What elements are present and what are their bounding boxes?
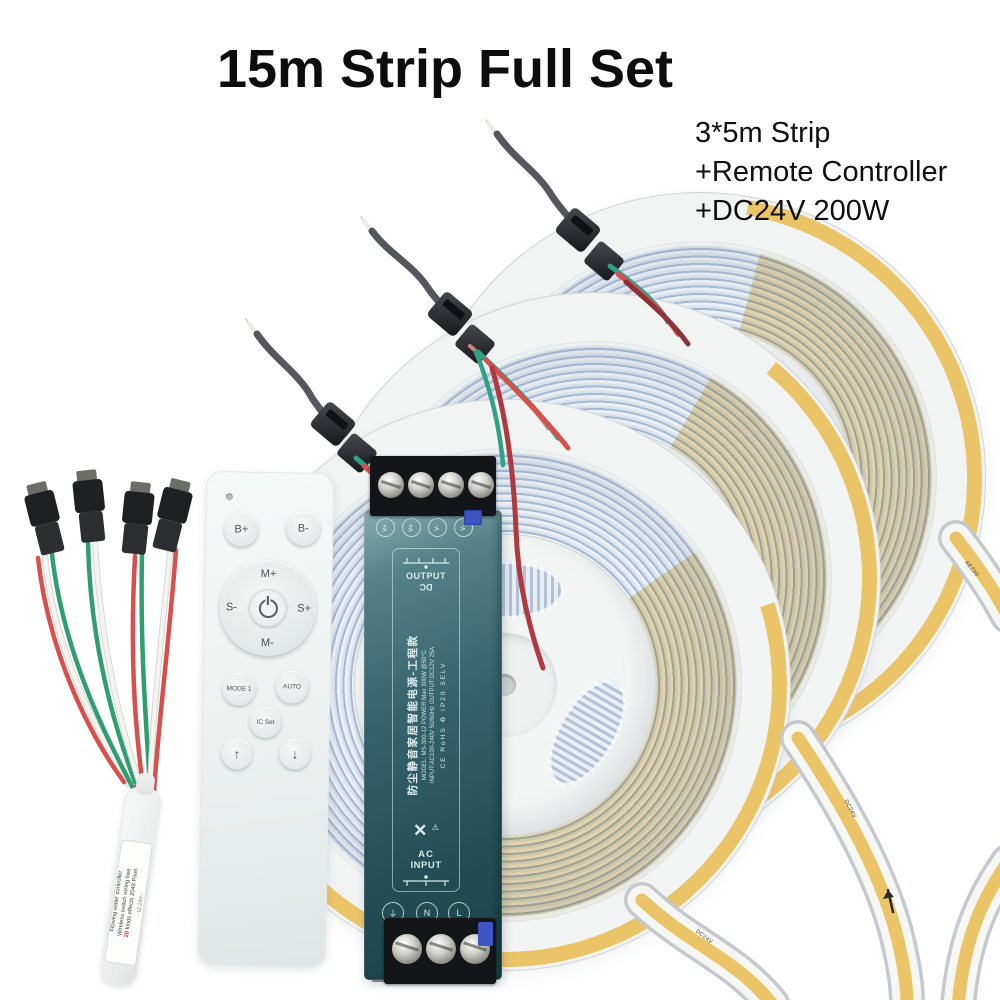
strip-tail-middle	[780, 720, 925, 1000]
up-arrow-icon: ↑	[233, 746, 241, 762]
white-wire	[42, 553, 131, 787]
brand-x-icon: ✕	[413, 821, 428, 840]
stripped-wire-tip	[361, 218, 376, 236]
red-wire	[35, 555, 127, 785]
kit-summary-line3: +DC24V 200W	[695, 195, 890, 227]
direction-arrow-icon	[883, 888, 895, 914]
psu-cert-marks: CE RoHS ♻ IP20 SELV	[440, 661, 447, 769]
terminal-screw	[426, 934, 456, 964]
brightness-up-button: B+	[224, 512, 259, 547]
page-title: 15m Strip Full Set	[216, 39, 674, 99]
strip-print-voltage: DC24V	[694, 928, 714, 946]
input-lead-wire	[493, 130, 578, 228]
controller-label: Flowing water controller Wireless switch…	[105, 840, 152, 966]
stripped-wire-tip	[485, 120, 501, 139]
bare-wire-tip	[245, 318, 253, 329]
psu-brand-warning: ✕ ⚠	[393, 821, 459, 841]
kit-summary: 3*5m Strip +Remote Controller +DC24V 200…	[695, 114, 947, 231]
warning-icon: ⚠	[431, 823, 439, 832]
down-arrow-button: ↓	[279, 738, 311, 770]
psu-ac-input-label: INPUT	[410, 860, 442, 871]
white-wire	[92, 538, 143, 787]
brightness-down-button: B-	[286, 511, 321, 546]
psu-serial-tag	[478, 922, 493, 946]
psu-ac-label: AC	[418, 849, 434, 860]
psu-spec-line1: MODEL: MS-300-12 POWER:Max 300W @50°C	[422, 649, 428, 781]
input-wiring-diagram	[403, 875, 449, 886]
speed-up-label: S+	[297, 602, 312, 615]
output-wiring-diagram	[403, 558, 449, 569]
remote-direction-pad: M+ S- S+ M-	[219, 559, 317, 657]
white-wire	[147, 550, 173, 793]
psu-spec-text: 防尘静音家居智能电源-工程款 MODEL: MS-300-12 POWER:Ma…	[405, 565, 447, 865]
strip-print-voltage: DC24V	[842, 798, 858, 820]
jst-connector-icon	[72, 469, 106, 543]
output-terminal-mark: V+	[402, 518, 421, 537]
terminal-screw	[468, 472, 494, 498]
psu-output-label: OUTPUT	[406, 571, 446, 581]
led-power-supply: V+ V+ V- V- OUTPUT DC 防尘静音家居智能电源-工程款 MOD…	[364, 452, 502, 990]
green-wire	[139, 551, 153, 791]
mini-strip-controller: Flowing water controller Wireless switch…	[99, 771, 163, 988]
remote-controller: B+ B- M+ S- S+ M- MODE 1 AUTO IC Set ↑ ↓	[197, 470, 335, 968]
voltage-trimmer	[464, 510, 482, 525]
red-wire	[130, 553, 146, 789]
terminal-screw	[378, 472, 404, 498]
output-terminal-mark: V-	[428, 518, 447, 537]
terminal-screw	[392, 934, 422, 964]
psu-output-terminal-block	[370, 456, 496, 516]
bundle-wires	[35, 538, 179, 795]
mode-down-label: M-	[260, 636, 274, 650]
jst-connector-icon	[121, 481, 155, 555]
bare-wire-tip	[360, 216, 368, 227]
up-arrow-button: ↑	[221, 738, 253, 770]
mode-up-label: M+	[260, 567, 277, 581]
jst-connectors	[24, 469, 193, 556]
down-arrow-icon: ↓	[291, 746, 299, 762]
input-lead-wire	[368, 227, 450, 314]
output-terminal-mark: V+	[376, 518, 395, 537]
terminal-screw	[408, 472, 434, 498]
psu-heading-cn: 防尘静音家居智能电源-工程款	[407, 634, 419, 796]
ic-set-button: IC Set	[249, 706, 282, 739]
green-wire	[85, 540, 138, 785]
remote-led-indicator	[225, 493, 233, 501]
power-button	[248, 588, 288, 628]
stripped-wire-tip	[246, 320, 261, 339]
psu-spec-line2: INPUT:AC100-240V 50/60Hz OUTPUT:DC12V 25…	[430, 646, 436, 784]
kit-summary-line1: 3*5m Strip	[695, 117, 831, 149]
output-terminal-mark: V-	[454, 518, 473, 537]
power-icon	[258, 598, 278, 618]
strip-tail-back-end	[940, 845, 1000, 1000]
psu-label-panel: OUTPUT DC 防尘静音家居智能电源-工程款 MODEL: MS-300-1…	[392, 548, 460, 892]
psu-body: V+ V+ V- V- OUTPUT DC 防尘静音家居智能电源-工程款 MOD…	[364, 510, 502, 980]
jst-connector-icon	[24, 481, 65, 556]
bare-wire-tip	[485, 119, 493, 129]
psu-input-terminal-block	[384, 918, 496, 984]
jst-connector-icon	[152, 478, 193, 553]
red-wire	[151, 547, 179, 795]
speed-down-label: S-	[225, 601, 238, 614]
input-lead-wire	[253, 330, 333, 424]
kit-summary-line2: +Remote Controller	[695, 156, 948, 188]
auto-button: AUTO	[275, 670, 309, 704]
green-wire	[49, 551, 136, 791]
mode1-button: MODE 1	[222, 672, 256, 706]
controller-cable-boot	[134, 771, 156, 797]
terminal-screw	[438, 472, 464, 498]
